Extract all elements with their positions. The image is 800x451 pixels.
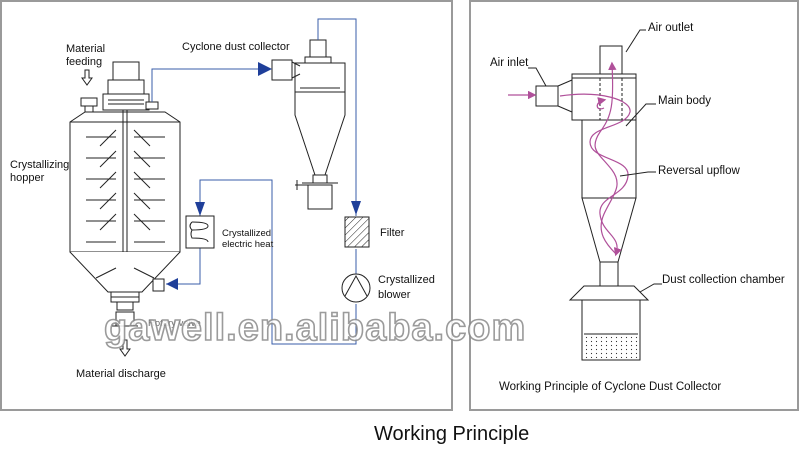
filter-box — [344, 216, 370, 248]
air-inlet-label: Air inlet — [490, 57, 529, 69]
crystallizing-hopper-label-1: Crystallizing — [10, 159, 69, 171]
cyclone-dust-collector — [271, 39, 346, 210]
material-discharge-label: Material discharge — [76, 368, 166, 380]
cyclone-dust-collector-label: Cyclone dust collector — [182, 41, 290, 53]
blower-label-2: blower — [378, 289, 411, 301]
right-panel-frame — [469, 0, 799, 411]
dust-collection-chamber-label: Dust collection chamber — [662, 274, 785, 286]
rotary-valve-label: Rotary valve — [148, 318, 201, 329]
electric-heat-label-1: Crystallized — [222, 228, 271, 239]
electric-heater — [185, 215, 215, 249]
cyclone-caption: Working Principle of Cyclone Dust Collec… — [499, 381, 721, 393]
main-body-label: Main body — [658, 95, 711, 107]
air-piping — [151, 18, 361, 345]
filter-label: Filter — [380, 227, 405, 239]
material-feeding-label-2: feeding — [66, 56, 102, 68]
crystallizing-system-diagram: Material feeding Crystallizing hopper Cy… — [10, 18, 435, 380]
crystallizing-hopper-label-2: hopper — [10, 172, 45, 184]
air-outlet-tube — [599, 45, 623, 75]
cone-section — [581, 197, 637, 263]
blower-label-1: Crystallized — [378, 274, 435, 286]
crystallized-blower — [341, 273, 371, 303]
crystallizing-hopper — [69, 61, 181, 327]
airflow-spiral — [508, 61, 631, 257]
material-feeding-arrow — [81, 69, 93, 86]
electric-heat-label-2: electric heat — [222, 239, 274, 250]
page-title: Working Principle — [374, 423, 529, 445]
material-discharge-arrow — [119, 339, 131, 357]
left-panel-frame — [0, 0, 453, 411]
cyclone-principle-diagram: Air outlet Air inlet Main body Reversal … — [490, 22, 785, 393]
material-feeding-label-1: Material — [66, 43, 105, 55]
reversal-upflow-label: Reversal upflow — [658, 165, 741, 177]
air-inlet-duct — [535, 85, 559, 107]
air-outlet-label: Air outlet — [648, 22, 694, 34]
watermark-text: gawell.en.alibaba.com — [104, 307, 526, 349]
